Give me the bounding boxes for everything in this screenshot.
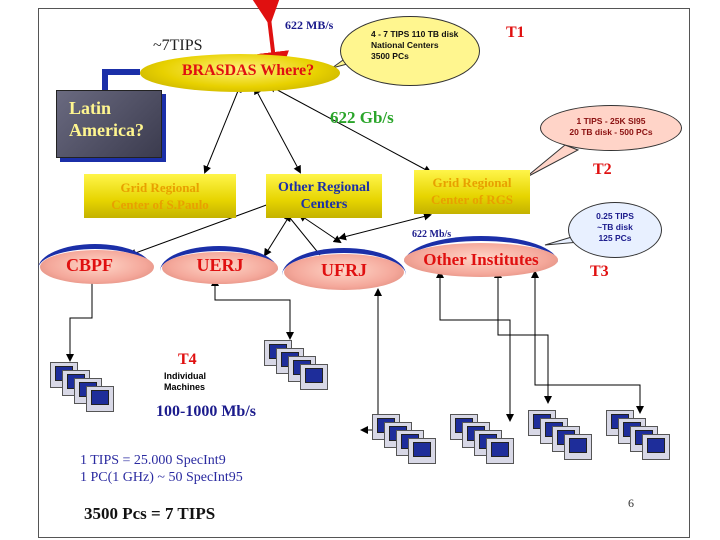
link-tier0-left [203,84,242,174]
institute-ufrj[interactable] [284,254,404,290]
t2-label: T2 [593,161,612,178]
pc-cluster-other-1 [450,414,526,470]
link-tier0-mid [254,86,301,174]
mid-link-label: 622 Gb/s [330,108,394,127]
regional-right-line1: Grid Regional [432,175,512,190]
page-number: 6 [628,496,634,510]
institute-ufrj-label: UFRJ [321,260,367,280]
latin-connector [102,69,140,90]
pc-cluster-ufrj [372,414,448,470]
regional-right-line2: Center of RGS [430,192,514,207]
pc-icon [564,434,592,460]
bandwidth-label: 100-1000 Mb/s [156,403,256,420]
institute-uerj-label: UERJ [196,255,244,275]
t1-callout-line3: 3500 PCs [371,51,409,61]
institute-other-label: Other Institutes [423,250,539,269]
equation-pc: 1 PC(1 GHz) ~ 50 SpecInt95 [80,470,243,485]
t3-callout-line1: 0.25 TIPS [596,211,634,221]
link-inst-pcs-1 [436,270,514,422]
t4-sub-line1: Individual [164,371,207,381]
latin-america-line1: Latin [69,98,112,118]
pc-cluster-cbpf [50,362,130,418]
institute-cbpf-label: CBPF [66,255,113,275]
t2-callout-line2: 20 TB disk - 500 PCs [569,127,653,137]
pc-icon [86,386,114,412]
t2-callout: 1 TIPS - 25K SI95 20 TB disk - 500 PCs [540,105,682,151]
institute-cbpf[interactable] [40,250,154,284]
link-uerj-pcs [211,278,294,340]
t4-sub: Individual Machines [164,371,206,393]
t2-callout-line1: 1 TIPS - 25K SI95 [576,116,646,126]
tier0-label: BRASDAS Where? [181,62,315,79]
low-link-label: 622 Mb/s [412,229,452,240]
other-institutes-arc [404,236,558,263]
link-tier0-right [268,85,432,173]
t1-label: T1 [506,24,525,41]
regional-center-mid[interactable]: Other Regional Centers [266,174,382,218]
link-mid-uerj [263,213,292,257]
institute-other[interactable] [404,243,558,277]
equations: 1 TIPS = 25.000 SpecInt9 1 PC(1 GHz) ~ 5… [80,452,243,486]
t4-label: T4 [178,351,197,368]
t3-callout-line3: 125 PCs [598,233,632,243]
regional-mid-line1: Other Regional [278,180,370,195]
tier0-node[interactable] [140,54,340,92]
summary-label: 3500 Pcs = 7 TIPS [84,504,216,523]
pc-icon [408,438,436,464]
link-inst-pcs-3 [531,270,644,414]
link-ufrj-pcs [360,288,382,434]
institute-uerj[interactable] [162,252,278,284]
latin-america-line2: America? [69,120,144,140]
link-mid-ufrj [298,213,342,244]
pc-cluster-other-3 [606,410,682,466]
link-mid-ufrj-2 [289,217,321,256]
t1-callout-line2: National Centers [371,40,439,50]
t3-label: T3 [590,263,609,280]
ufrj-arc [282,248,406,275]
t1-callout-line1: 4 - 7 TIPS 110 TB disk [371,29,459,39]
tier0-capacity: ~7TIPS [153,37,203,54]
pc-icon [642,434,670,460]
link-cbpf-pcs [66,270,96,362]
link-right-ufrj [338,212,432,241]
uerj-arc [160,246,278,271]
pc-cluster-other-2 [528,410,604,466]
regional-left-line2: Center of S.Paulo [111,197,209,212]
t3-callout: 0.25 TIPS ~TB disk 125 PCs [568,202,662,258]
regional-left-line1: Grid Regional [120,180,200,195]
t1-callout: 4 - 7 TIPS 110 TB disk National Centers … [340,16,480,86]
regional-center-left[interactable]: Grid Regional Center of S.Paulo [84,174,236,218]
link-inst-pcs-2 [494,270,552,404]
regional-center-right[interactable]: Grid Regional Center of RGS [414,170,530,214]
top-link-label: 622 MB/s [285,18,334,32]
equation-tips: 1 TIPS = 25.000 SpecInt9 [80,453,226,468]
latin-america-box[interactable]: Latin America? [56,90,162,158]
link-mid-cbpf [128,198,282,257]
cbpf-arc [38,244,152,269]
pc-icon [300,364,328,390]
pc-cluster-uerj [264,340,348,396]
pc-icon [486,438,514,464]
t2-callout-tail [524,144,580,179]
regional-mid-line2: Centers [300,197,348,212]
t4-sub-line2: Machines [164,382,206,392]
t3-callout-line2: ~TB disk [597,222,633,232]
